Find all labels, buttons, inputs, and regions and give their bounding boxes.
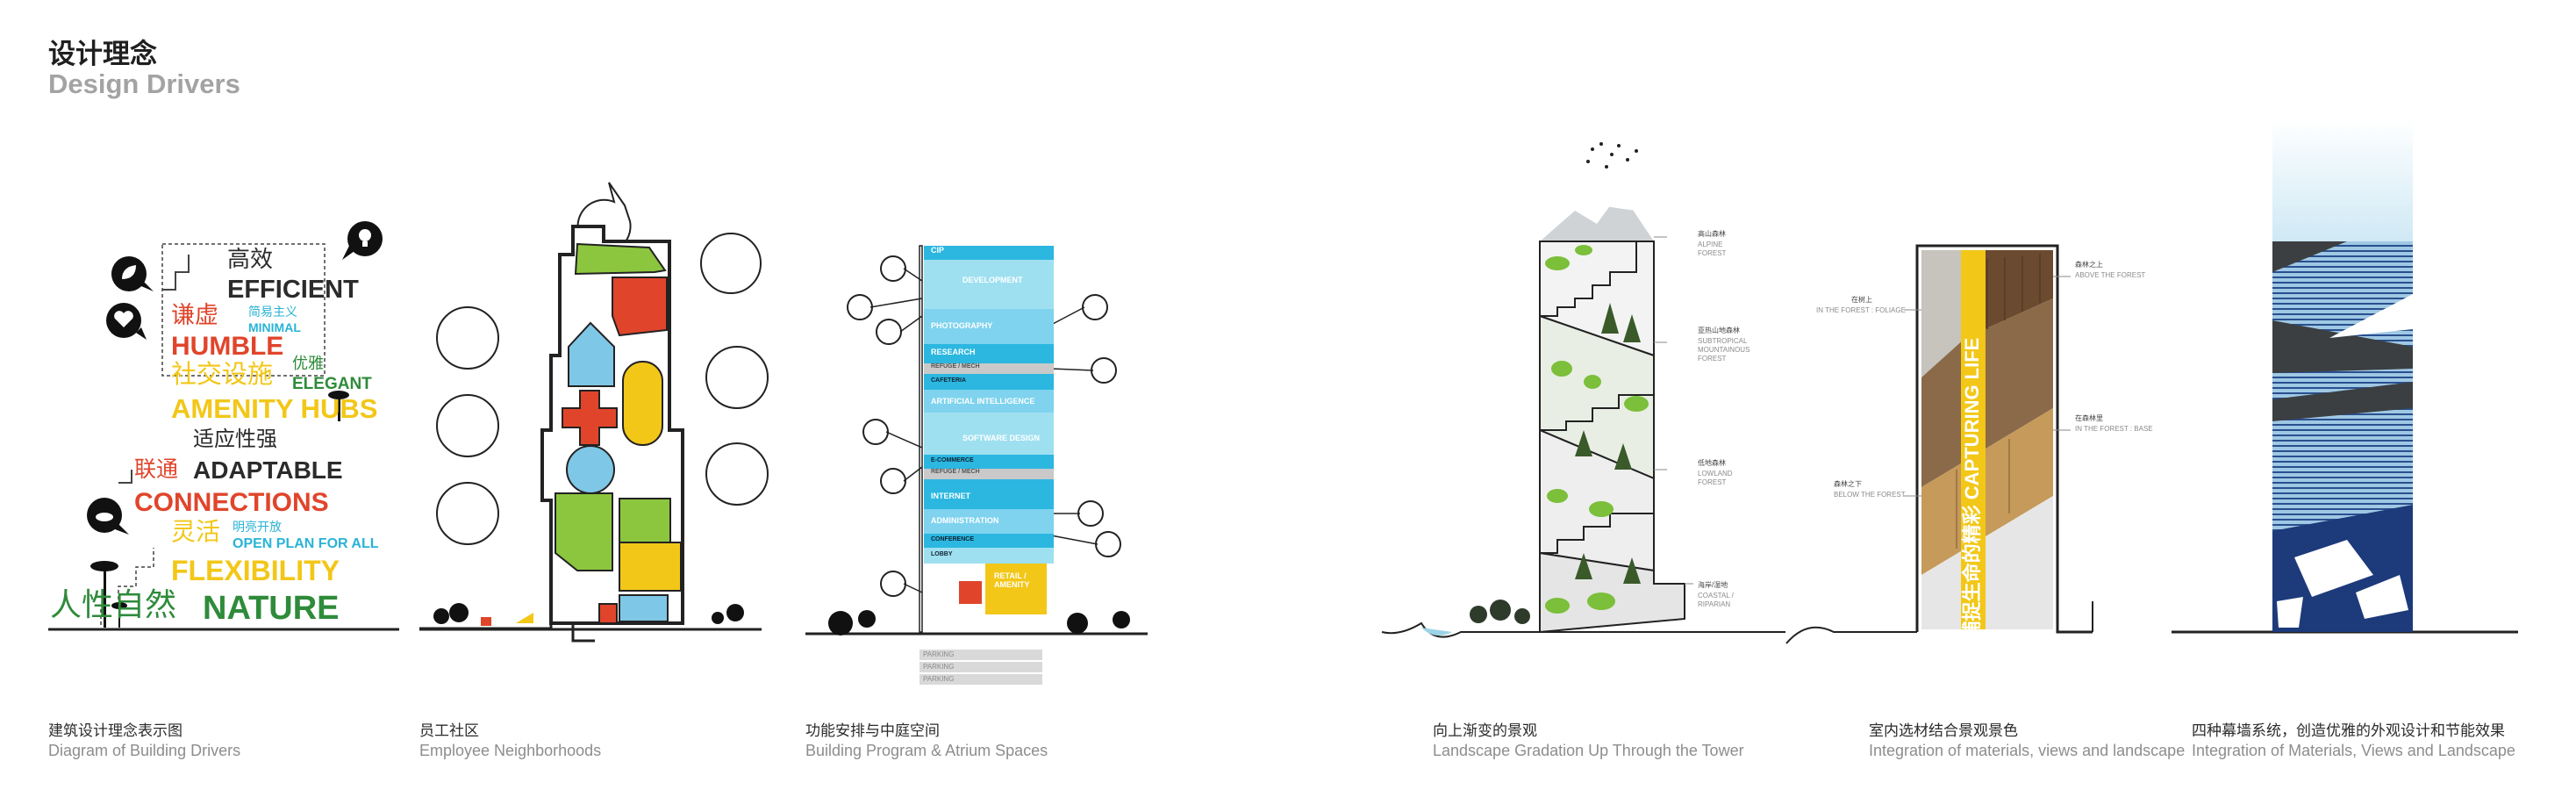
parking-label-3: PARKING [923,675,955,683]
caption-2-en: Employee Neighborhoods [419,742,602,759]
word-efficient-cn: 高效 [227,247,274,273]
landscape-tower [1381,142,1785,638]
interior-vertical-cn: 捕捉生命的精彩 [1962,505,1984,641]
neighborhoods-diagram [419,167,769,650]
drivers-diagram: 高效 EFFICIENT 谦虚 简易主义 MINIMAL HUMBLE 优雅 社… [48,219,399,632]
interior-foliage-en: IN THE FOREST : FOLIAGE [1816,306,1906,314]
facade-elevation [2172,118,2518,634]
caption-3-cn: 功能安排与中庭空间 [805,722,940,740]
program-research: RESEARCH [924,344,1054,363]
caption-3-en: Building Program & Atrium Spaces [805,742,1048,759]
page-title-en: Design Drivers [48,68,240,99]
drivers-stair-outline [48,243,399,631]
interior-diagram: 捕捉生命的精彩 CAPTURING LIFE 在树上 IN THE FOREST… [1781,233,2167,654]
word-flexibility: FLEXIBILITY [171,555,340,586]
program-cip: CIP [924,246,1054,260]
word-amenity-hubs: AMENITY HUBS [171,393,378,424]
program-diagram: CIP DEVELOPMENT PHOTOGRAPHY RESEARCH REF… [805,237,1156,685]
word-amenity-cn: 社交设施 [171,359,274,389]
interior-above-en: ABOVE THE FOREST [2075,271,2146,279]
program-cafeteria: CAFETERIA [924,374,1054,390]
landscape-diagram: 高山森林 ALPINE FOREST 亚热山地森林 SUBTROPICAL MO… [1381,140,1785,650]
interior-below-en: BELOW THE FOREST [1834,491,1906,499]
interior-section [1785,244,2093,644]
word-nature: NATURE [203,590,340,627]
caption-6-en: Integration of Materials, Views and Land… [2192,742,2515,759]
caption-6-cn: 四种幕墙系统，创造优雅的外观设计和节能效果 [2192,722,2505,740]
interior-base-cn: 在森林里 [2075,414,2103,422]
handshake-icon [83,496,129,535]
word-adaptable-cn: 适应性强 [193,427,277,451]
parking-label-2: PARKING [923,663,955,671]
landscape-coastal-cn: 海岸/湿地 [1698,581,1728,589]
program-photography: PHOTOGRAPHY [924,309,1054,344]
interior-foliage-cn: 在树上 [1851,296,1872,304]
heart-icon [103,301,147,340]
word-adaptable: ADAPTABLE [193,456,343,484]
word-humble-cn: 谦虚 [171,302,218,329]
interior-below-cn: 森林之下 [1834,480,1862,488]
program-retail-label: RETAIL / AMENITY [994,571,1030,589]
leaf-icon [110,255,154,293]
caption-4-en: Landscape Gradation Up Through the Tower [1433,742,1744,759]
program-development: DEVELOPMENT [924,260,1054,309]
word-open-plan: OPEN PLAN FOR ALL [233,536,379,551]
word-humble: HUMBLE [171,332,284,361]
interior-above-cn: 森林之上 [2075,261,2103,269]
program-ai: ARTIFICIAL INTELLIGENCE [924,390,1054,413]
landscape-alpine-en: ALPINE FOREST [1698,241,1727,257]
program-conference: CONFERENCE [924,534,1054,548]
caption-5-cn: 室内选材结合景观景色 [1869,722,2018,740]
lightbulb-icon [340,219,384,262]
caption-1-cn: 建筑设计理念表示图 [48,722,182,740]
caption-5-en: Integration of materials, views and land… [1869,742,2186,759]
program-software: SOFTWARE DESIGN [924,413,1054,455]
caption-2-cn: 员工社区 [419,722,479,740]
caption-1-en: Diagram of Building Drivers [48,742,241,759]
program-refuge-2: REFUGE / MECH [924,469,1054,479]
word-elegant: ELEGANT [292,375,372,393]
program-lobby: LOBBY [924,548,1054,564]
word-connections-cn: 联通 [134,456,179,482]
landscape-subtropical-en: SUBTROPICAL MOUNTAINOUS FOREST [1698,337,1750,363]
word-minimal-cn: 简易主义 [248,305,297,320]
landscape-coastal-en: COASTAL / RIPARIAN [1698,592,1734,608]
neighborhoods-tower [419,182,769,643]
interior-vertical-en: CAPTURING LIFE [1961,337,1983,500]
parking-label-1: PARKING [923,650,955,658]
landscape-alpine-cn: 高山森林 [1698,230,1726,238]
word-flexibility-cn: 灵活 [171,517,221,546]
facade-diagram [2172,118,2522,645]
word-efficient: EFFICIENT [227,276,359,304]
word-nature-cn: 人性自然 [50,587,177,623]
word-connections: CONNECTIONS [134,488,329,517]
interior-base-en: IN THE FOREST : BASE [2075,425,2153,433]
word-minimal: MINIMAL [248,320,301,334]
program-refuge-1: REFUGE / MECH [924,363,1054,374]
word-elegant-cn: 优雅 [292,355,324,373]
landscape-subtropical-cn: 亚热山地森林 [1698,327,1740,334]
program-stack: CIP DEVELOPMENT PHOTOGRAPHY RESEARCH REF… [924,246,1054,597]
page-title-cn: 设计理念 [48,39,157,70]
landscape-lowland-cn: 低地森林 [1698,459,1726,467]
program-ecommerce: E-COMMERCE [924,455,1054,469]
program-admin: ADMINISTRATION [924,509,1054,534]
caption-4-cn: 向上渐变的景观 [1433,722,1537,740]
program-retail [985,564,1047,614]
program-internet: INTERNET [924,479,1054,509]
word-open-plan-cn: 明亮开放 [233,521,282,535]
landscape-lowland-en: LOWLAND FOREST [1698,470,1733,486]
program-red-block [959,581,982,604]
